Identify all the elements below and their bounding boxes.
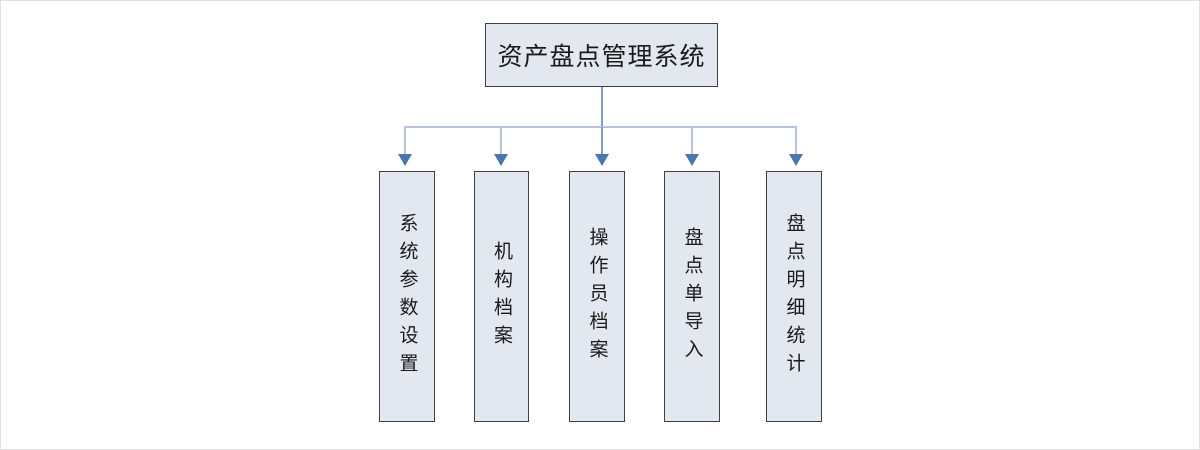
node-child-label-2: 机构档案 — [491, 240, 513, 353]
node-root[interactable]: 资产盘点管理系统 — [485, 23, 718, 87]
arrow-down-icon-2 — [494, 154, 508, 166]
arrow-down-icon-5 — [789, 154, 803, 166]
node-child-label-5: 盘点明细统计 — [783, 212, 806, 381]
node-child-system-parameter-settings[interactable]: 系统参数设置 — [379, 171, 435, 422]
connector-leg-3 — [601, 127, 603, 154]
node-child-inventory-detail-statistics[interactable]: 盘点明细统计 — [766, 171, 822, 422]
connector-leg-2 — [500, 127, 502, 154]
arrow-down-icon-4 — [685, 154, 699, 166]
node-root-label: 资产盘点管理系统 — [497, 42, 706, 71]
connector-leg-5 — [795, 127, 797, 154]
node-child-label-1: 系统参数设置 — [396, 212, 419, 381]
arrow-down-icon-1 — [398, 154, 412, 166]
node-child-organization-archive[interactable]: 机构档案 — [474, 171, 529, 422]
connector-leg-1 — [404, 127, 406, 154]
node-child-operator-archive[interactable]: 操作员档案 — [569, 171, 625, 422]
connector-root-drop — [601, 87, 603, 128]
arrow-down-icon-3 — [595, 154, 609, 166]
connector-leg-4 — [691, 127, 693, 154]
node-child-label-3: 操作员档案 — [586, 226, 609, 367]
node-child-label-4: 盘点单导入 — [681, 226, 704, 367]
node-child-inventory-sheet-import[interactable]: 盘点单导入 — [664, 171, 720, 422]
connector-horizontal-bus — [404, 126, 797, 128]
